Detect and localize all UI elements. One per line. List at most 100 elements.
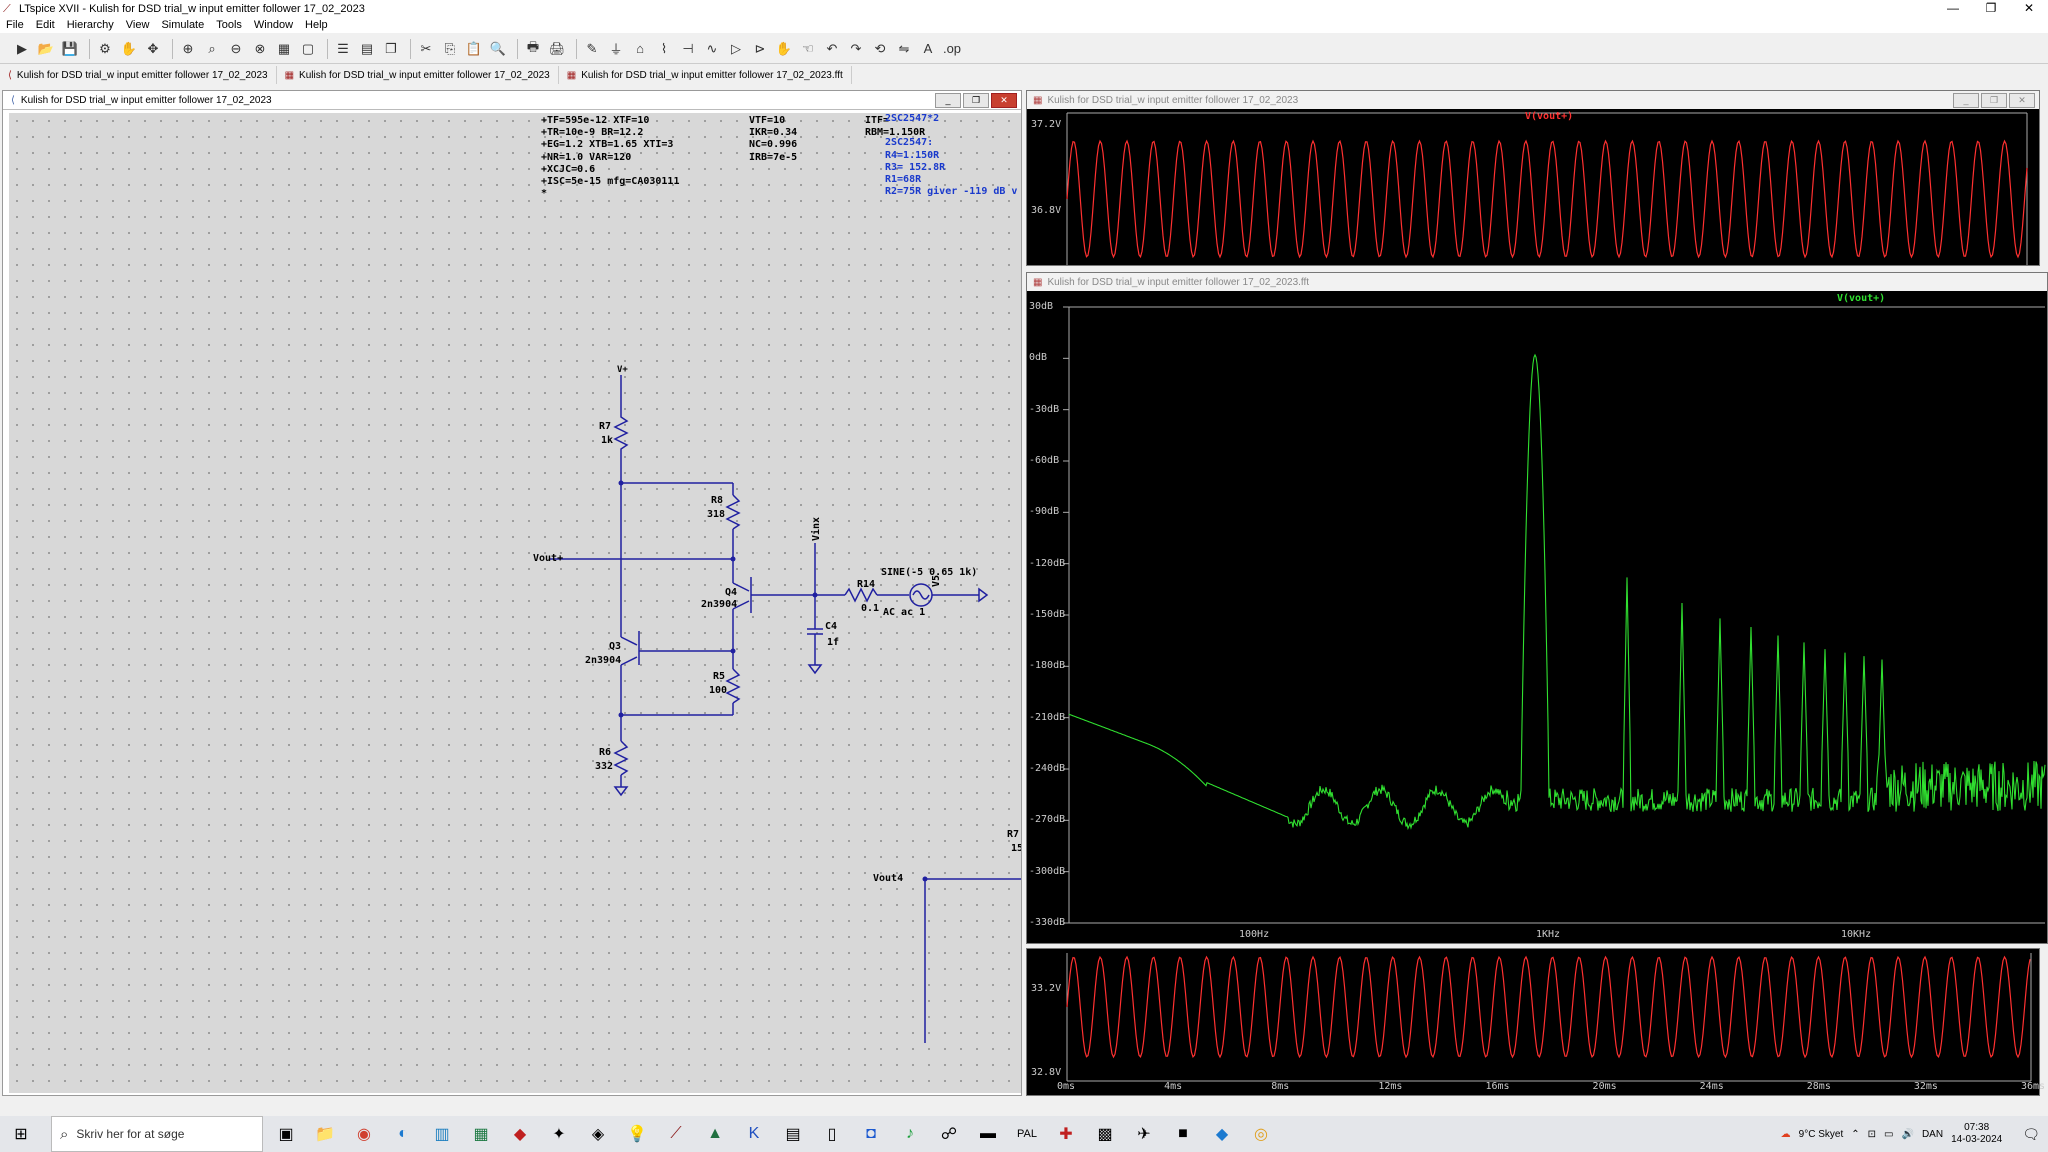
app-icon[interactable]: ◘ bbox=[866, 1125, 876, 1142]
c4-value[interactable]: 1f bbox=[827, 637, 840, 648]
app-icon[interactable]: ☍ bbox=[940, 1126, 958, 1143]
menu-file[interactable]: File bbox=[6, 19, 24, 31]
kicad-icon[interactable]: K bbox=[748, 1125, 760, 1142]
transient-plot-top[interactable] bbox=[1027, 109, 2039, 265]
app-icon[interactable]: ♪ bbox=[906, 1125, 914, 1142]
cut-icon[interactable]: ✂ bbox=[420, 40, 432, 56]
open-icon[interactable]: 📂 bbox=[37, 40, 55, 56]
move-icon[interactable]: ✋ bbox=[775, 40, 793, 56]
vinx-label[interactable]: Vinx bbox=[811, 516, 822, 541]
drag-icon[interactable]: ☜ bbox=[802, 40, 814, 56]
windows-start-icon[interactable]: ⊞ bbox=[14, 1126, 28, 1143]
app-icon[interactable]: ◈ bbox=[591, 1126, 605, 1143]
r6-value[interactable]: 332 bbox=[595, 761, 614, 772]
tab-waveform[interactable]: ▦Kulish for DSD trial_w input emitter fo… bbox=[277, 66, 559, 84]
notepad-icon[interactable]: ▥ bbox=[434, 1126, 450, 1143]
menu-help[interactable]: Help bbox=[305, 19, 328, 31]
acrobat-icon[interactable]: ◆ bbox=[513, 1126, 527, 1143]
document-icon[interactable]: ▯ bbox=[827, 1126, 837, 1143]
zoom-fit-icon[interactable]: ⊗ bbox=[254, 40, 266, 56]
inductor-icon[interactable]: ∿ bbox=[706, 40, 718, 56]
control-panel-icon[interactable]: ⚙ bbox=[99, 40, 111, 56]
resistor-icon[interactable]: ⌇ bbox=[660, 40, 668, 56]
q3-model[interactable]: 2n3904 bbox=[585, 655, 622, 666]
spice-model-text-col3[interactable]: ITF=RBM=1.150R bbox=[865, 115, 926, 139]
c4-label[interactable]: C4 bbox=[825, 621, 838, 632]
mdi-restore-button[interactable]: ❐ bbox=[963, 93, 989, 108]
menu-edit[interactable]: Edit bbox=[35, 19, 55, 31]
undo-icon[interactable]: ↶ bbox=[826, 40, 838, 56]
component-icon[interactable]: ⊳ bbox=[754, 40, 766, 56]
tray-expand-icon[interactable]: ⌃ bbox=[1851, 1128, 1860, 1140]
r8-label[interactable]: R8 bbox=[711, 495, 724, 506]
app-icon[interactable]: ✦ bbox=[552, 1126, 566, 1143]
maximize-button[interactable]: ❐ bbox=[1985, 1, 1997, 15]
redo-icon[interactable]: ↷ bbox=[850, 40, 862, 56]
v5-source-value[interactable]: SINE(-5 0.65 1k) bbox=[881, 567, 978, 578]
app-icon[interactable]: ▬ bbox=[980, 1125, 996, 1142]
menu-view[interactable]: View bbox=[125, 19, 150, 31]
autorange-icon[interactable]: ▦ bbox=[277, 40, 291, 56]
menu-tools[interactable]: Tools bbox=[216, 19, 242, 31]
draw-wire-icon[interactable]: ✎ bbox=[586, 40, 598, 56]
rotate-icon[interactable]: ⟲ bbox=[874, 40, 886, 56]
r7-label[interactable]: R7 bbox=[599, 421, 612, 432]
vout-plus-label[interactable]: Vout+ bbox=[533, 553, 564, 564]
vout4-trace[interactable] bbox=[1066, 955, 2031, 1059]
trace-label-top[interactable]: V(vout+) bbox=[1525, 111, 1574, 122]
chrome-icon[interactable]: ◉ bbox=[357, 1126, 371, 1143]
zoom-out-icon[interactable]: ⊖ bbox=[230, 40, 242, 56]
app-icon[interactable]: ◆ bbox=[1215, 1126, 1229, 1143]
trace-label-fft[interactable]: V(vout+) bbox=[1837, 293, 1886, 304]
minimize-button[interactable]: — bbox=[1947, 1, 1959, 15]
capacitor-icon[interactable]: ⊣ bbox=[682, 40, 694, 56]
r7-value[interactable]: 1k bbox=[601, 435, 614, 446]
zoom-pan-icon[interactable]: ⌕ bbox=[208, 40, 216, 56]
mdi-restore-button[interactable]: ❐ bbox=[1981, 93, 2007, 108]
excel-icon[interactable]: ▦ bbox=[473, 1126, 489, 1143]
waveform-window-top[interactable]: ▦ Kulish for DSD trial_w input emitter f… bbox=[1026, 90, 2040, 266]
spice-directive-icon[interactable]: .op bbox=[942, 41, 962, 56]
edge-icon[interactable]: ◐ bbox=[398, 1125, 408, 1142]
diode-icon[interactable]: ▷ bbox=[731, 40, 741, 56]
r14-value[interactable]: 0.1 bbox=[861, 603, 880, 614]
app-icon[interactable]: ■ bbox=[1178, 1125, 1188, 1142]
file-explorer-icon[interactable]: 📁 bbox=[315, 1126, 335, 1143]
ac-analysis-value[interactable]: AC ac 1 bbox=[883, 607, 926, 618]
label-net-icon[interactable]: ⌂ bbox=[636, 41, 644, 56]
mirror-icon[interactable]: ⇋ bbox=[898, 40, 910, 56]
mdi-minimize-button[interactable]: _ bbox=[935, 93, 961, 108]
pan-icon[interactable]: ✥ bbox=[147, 40, 159, 56]
r14-label[interactable]: R14 bbox=[857, 579, 876, 590]
dim-icon[interactable]: ▢ bbox=[301, 40, 315, 56]
app-icon[interactable]: ◎ bbox=[1254, 1126, 1268, 1143]
weather-text[interactable]: 9°C Skyet bbox=[1798, 1128, 1844, 1140]
network-icon[interactable]: ⊡ bbox=[1867, 1128, 1877, 1140]
text-icon[interactable]: A bbox=[923, 41, 933, 56]
r5-label[interactable]: R5 bbox=[713, 671, 726, 682]
mdi-close-button[interactable]: ✕ bbox=[991, 93, 1017, 108]
tile-horizontal-icon[interactable]: ☰ bbox=[337, 40, 349, 56]
r5-value[interactable]: 100 bbox=[709, 685, 728, 696]
volume-icon[interactable]: 🔊 bbox=[1901, 1128, 1914, 1140]
print-icon[interactable]: 🖶 bbox=[526, 38, 540, 54]
halt-icon[interactable]: ✋ bbox=[120, 40, 138, 56]
copy-icon[interactable]: ⎘ bbox=[444, 40, 456, 56]
q4-label[interactable]: Q4 bbox=[725, 587, 738, 598]
spice-model-text[interactable]: +TF=595e-12 XTF=10+TR=10e-9 BR=12.2+EG=1… bbox=[541, 115, 680, 200]
app-icon[interactable]: ▩ bbox=[1097, 1126, 1113, 1143]
find-icon[interactable]: 🔍 bbox=[489, 40, 507, 56]
ground-icon[interactable]: ⏚ bbox=[609, 42, 623, 57]
task-view-icon[interactable]: ▣ bbox=[278, 1126, 294, 1143]
r8-value[interactable]: 318 bbox=[707, 509, 726, 520]
tab-fft[interactable]: ▦Kulish for DSD trial_w input emitter fo… bbox=[559, 66, 852, 84]
app-icon[interactable]: ✈ bbox=[1137, 1126, 1151, 1143]
fft-vout-plus-trace[interactable] bbox=[1068, 353, 2046, 831]
fft-plot[interactable] bbox=[1027, 291, 2047, 943]
menu-hierarchy[interactable]: Hierarchy bbox=[66, 19, 114, 31]
save-icon[interactable]: 💾 bbox=[61, 40, 79, 56]
transient-plot-bottom[interactable] bbox=[1027, 949, 2039, 1095]
q4-model[interactable]: 2n3904 bbox=[701, 599, 738, 610]
